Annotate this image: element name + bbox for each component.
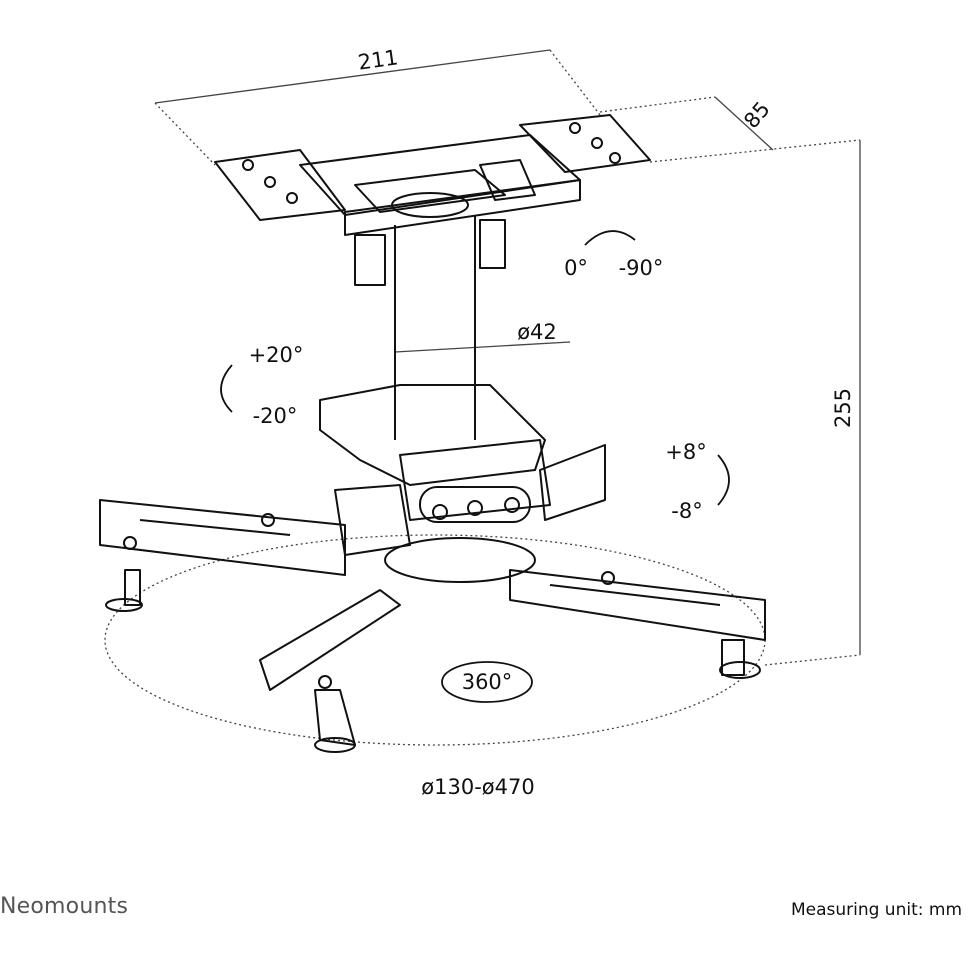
measuring-unit-note: Measuring unit: mm (790, 900, 962, 920)
swivel-min-label: 0° (564, 256, 588, 280)
dimension-lines (104, 49, 861, 746)
adjustable-arms (99, 499, 766, 753)
roll-up-label: +8° (665, 440, 707, 464)
height-dimension-label: 255 (831, 387, 855, 429)
span-dimension-label: ø130-ø470 (421, 775, 535, 799)
tube-diameter-label: ø42 (517, 320, 557, 344)
ceiling-plate (214, 114, 651, 236)
tilt-down-label: -20° (252, 404, 298, 428)
tilt-up-label: +20° (248, 343, 304, 367)
brand-logo: Neomounts (0, 894, 129, 919)
rotation-arrows (220, 230, 730, 703)
tilt-head (319, 384, 606, 583)
rotation-label: 360° (461, 670, 513, 694)
swivel-max-label: -90° (618, 256, 664, 280)
extension-tube (354, 215, 506, 440)
roll-down-label: -8° (671, 499, 703, 523)
